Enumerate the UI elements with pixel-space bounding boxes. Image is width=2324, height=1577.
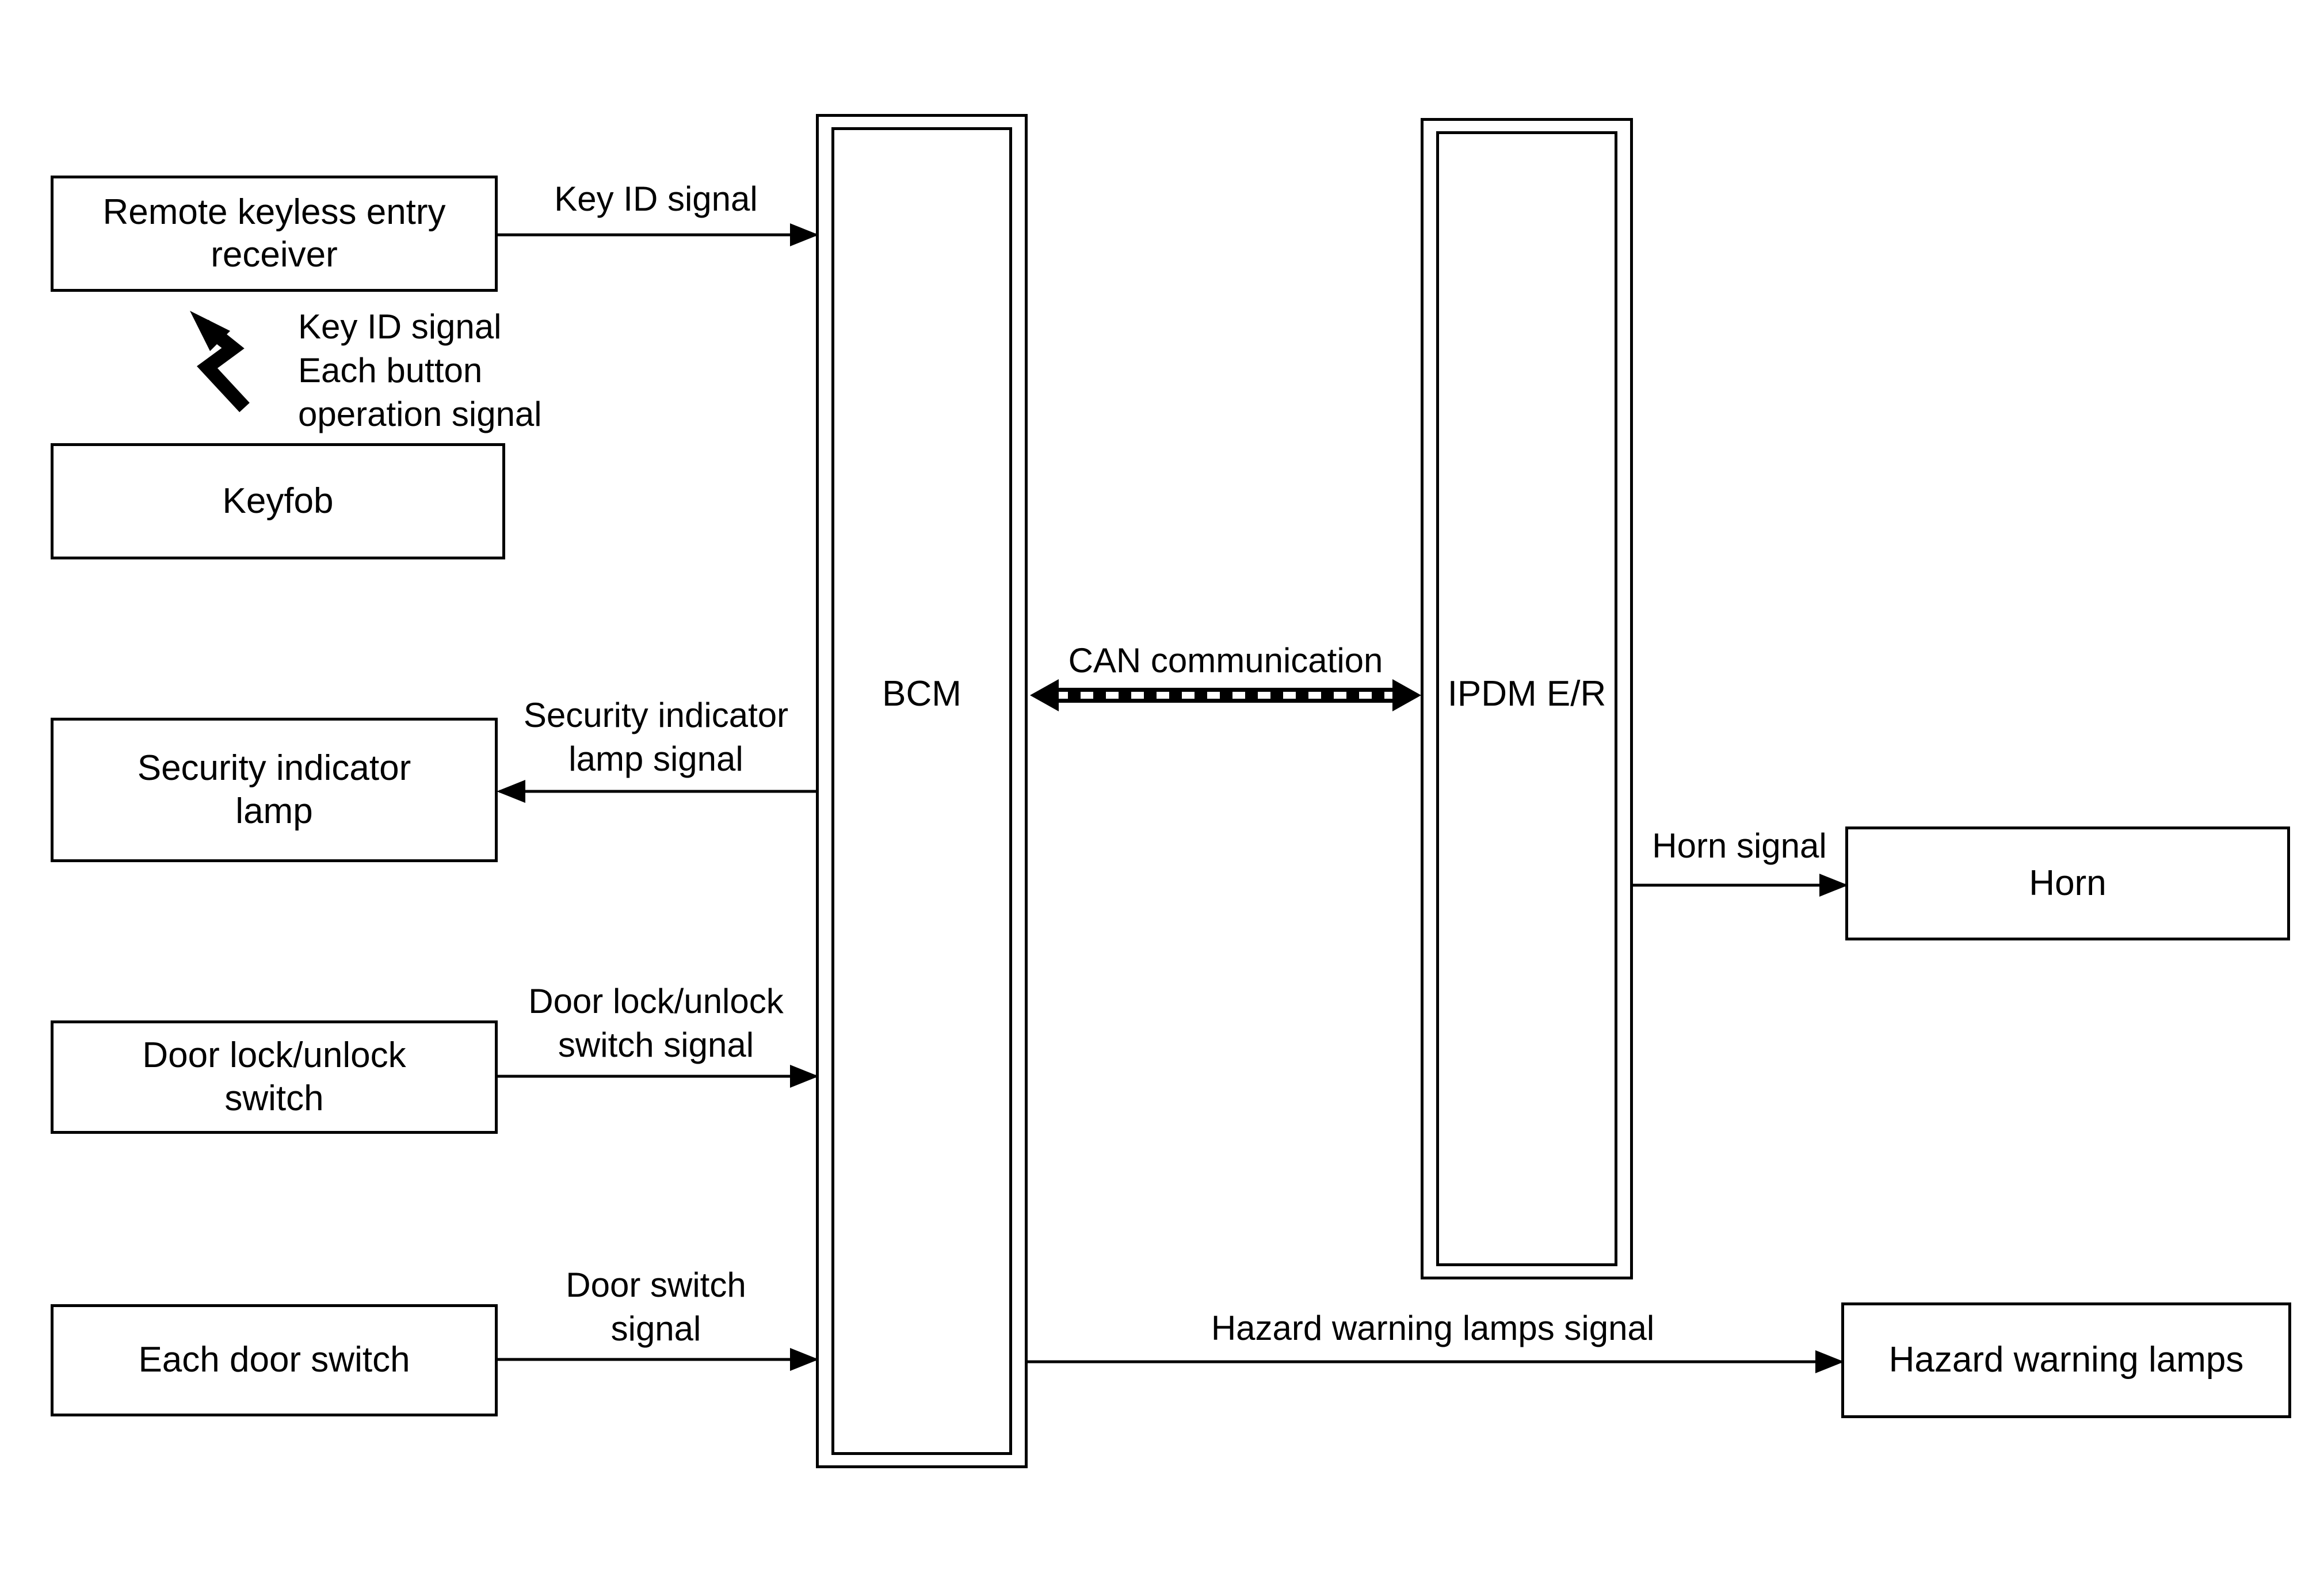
security-lamp-label: Security indicator lamp: [137, 748, 411, 831]
security-lamp-signal-label: Security indicator lamp signal: [495, 694, 817, 781]
key-id-signal-label: Key ID signal: [518, 177, 794, 221]
door-switch-signal-line2: signal: [610, 1309, 701, 1349]
security-lamp-signal-line1: Security indicator: [523, 696, 789, 734]
wireless-signal-line3: operation signal: [298, 395, 542, 434]
remote-receiver-label: Remote keyless entry receiver: [102, 192, 446, 275]
door-lock-switch-label: Door lock/unlock switch: [142, 1035, 406, 1118]
door-lock-signal-line1: Door lock/unlock: [528, 982, 784, 1020]
horn-signal-text: Horn signal: [1652, 826, 1827, 865]
key-id-signal-text: Key ID signal: [554, 180, 758, 218]
remote-keyless-entry-receiver-box: Remote keyless entry receiver: [51, 176, 498, 292]
can-communication-text: CAN communication: [1068, 641, 1383, 680]
hazard-warning-lamps-box: Hazard warning lamps: [1841, 1302, 2291, 1418]
keyfob-box: Keyfob: [51, 443, 505, 559]
hazard-lamps-label: Hazard warning lamps: [1888, 1340, 2244, 1380]
horn-signal-label: Horn signal: [1636, 824, 1843, 868]
door-switch-signal-label: Door switch signal: [495, 1263, 817, 1351]
wireless-signal-label: Key ID signal Each button operation sign…: [298, 305, 542, 437]
ipdm-er-unit: [1421, 118, 1633, 1279]
keyfob-label: Keyfob: [222, 481, 334, 521]
wireless-signal-line2: Each button: [298, 351, 483, 390]
horn-box: Horn: [1845, 826, 2290, 940]
horn-label: Horn: [2029, 863, 2107, 903]
bcm-label: BCM: [882, 674, 961, 714]
hazard-signal-text: Hazard warning lamps signal: [1211, 1309, 1655, 1347]
wireless-signal-icon: [190, 311, 250, 413]
ipdm-er-label: IPDM E/R: [1447, 674, 1606, 714]
door-lock-signal-label: Door lock/unlock switch signal: [495, 980, 817, 1067]
bcm-unit: [816, 114, 1028, 1468]
door-lock-signal-line2: switch signal: [558, 1026, 754, 1065]
can-communication-label: CAN communication: [1030, 639, 1421, 683]
can-bus-arrow: [1030, 679, 1421, 711]
wireless-signal-line1: Key ID signal: [298, 307, 502, 346]
each-door-switch-box: Each door switch: [51, 1304, 498, 1416]
door-switch-signal-line1: Door switch: [566, 1266, 746, 1304]
security-lamp-signal-line2: lamp signal: [568, 740, 743, 779]
security-indicator-lamp-box: Security indicator lamp: [51, 718, 498, 862]
door-switch-label: Each door switch: [138, 1340, 410, 1380]
hazard-signal-label: Hazard warning lamps signal: [1030, 1306, 1835, 1350]
door-lock-unlock-switch-box: Door lock/unlock switch: [51, 1020, 498, 1134]
